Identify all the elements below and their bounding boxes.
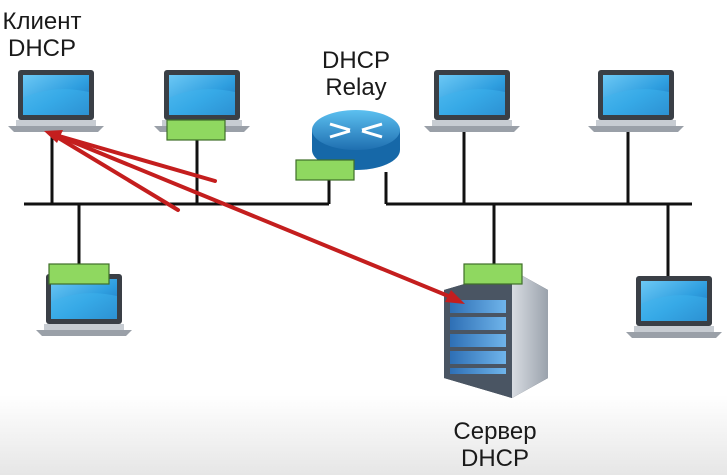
laptop-icon (8, 70, 104, 132)
network-adapter-icon (48, 263, 110, 285)
server-label-line-1: Сервер (453, 418, 537, 445)
bottom-fade (0, 395, 727, 475)
arrow-client-to-bus (50, 132, 180, 212)
network-adapter-icon (295, 159, 355, 181)
client-label-line-2: DHCP (7, 35, 76, 62)
nic-group (48, 119, 523, 285)
relay-label-line-2: Relay (325, 74, 387, 101)
arrow-client-to-right (50, 132, 217, 183)
network-adapter-icon (463, 263, 523, 285)
network-adapter-icon (166, 119, 226, 141)
arrow-server-to-client (54, 133, 460, 302)
relay-label: DHCP Relay (306, 47, 406, 101)
laptop-icon (626, 276, 722, 338)
client-label-line-1: Клиент (2, 8, 82, 35)
client-label: Клиент DHCP (2, 8, 82, 62)
laptop-icon (36, 274, 132, 336)
server-label-line-2: DHCP (460, 445, 529, 472)
network-backbone (24, 130, 692, 278)
laptop-icon (424, 70, 520, 132)
server-icon (444, 270, 548, 398)
laptop-icon (588, 70, 684, 132)
arrowhead-client-icon (44, 130, 63, 143)
relay-label-line-1: DHCP (321, 47, 390, 74)
arrowhead-server-icon (445, 290, 465, 304)
dhcp-traffic-arrows (50, 132, 460, 302)
server-label: Сервер DHCP (436, 418, 554, 472)
